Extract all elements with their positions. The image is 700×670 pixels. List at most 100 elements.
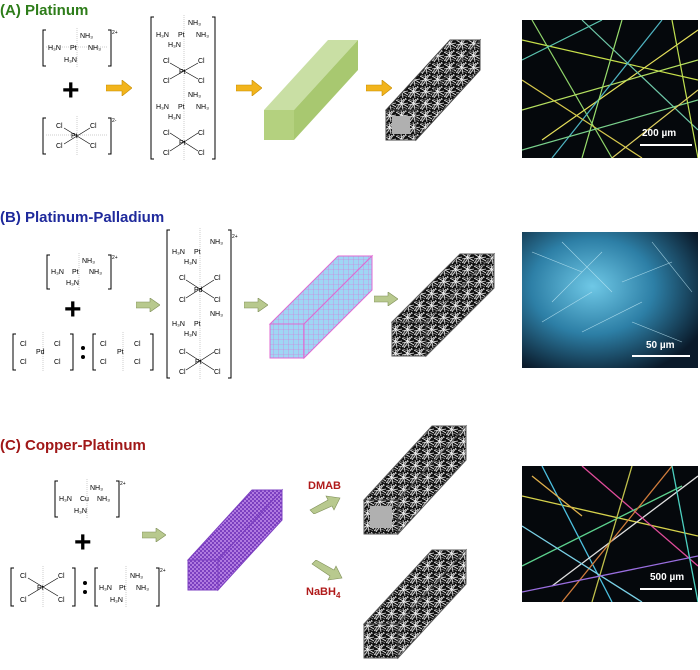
svg-text:Cl: Cl <box>214 275 221 282</box>
svg-text:Pt: Pt <box>72 269 79 276</box>
svg-text:H₃N: H₃N <box>168 42 181 49</box>
svg-text:NH₃: NH₃ <box>88 45 101 52</box>
pt-chloride-complex: Pt Cl Cl Cl Cl 2- <box>42 116 117 156</box>
salt-needle-prism <box>186 488 284 592</box>
scale-bar <box>632 355 690 357</box>
svg-text:Cl: Cl <box>20 359 27 366</box>
svg-text:2+: 2+ <box>112 30 118 36</box>
svg-text:H₃N: H₃N <box>110 597 123 604</box>
svg-text:NH₃: NH₃ <box>210 311 223 318</box>
nanowire-tube <box>384 38 482 142</box>
svg-text:H₃N: H₃N <box>184 259 197 266</box>
svg-text:Cl: Cl <box>179 349 186 356</box>
svg-text:Pt: Pt <box>194 321 201 328</box>
svg-text:Cu: Cu <box>80 496 89 503</box>
svg-text:H₃N: H₃N <box>156 32 169 39</box>
svg-text:Pt: Pt <box>179 140 186 147</box>
scale-bar-label: 50 µm <box>646 340 675 351</box>
svg-text:NH₃: NH₃ <box>210 239 223 246</box>
svg-text:Cl: Cl <box>56 123 63 130</box>
svg-text:2+: 2+ <box>120 481 126 487</box>
scale-bar <box>640 144 692 146</box>
svg-text:Cl: Cl <box>198 78 205 85</box>
panel-a-title: (A) Platinum <box>0 2 89 19</box>
svg-text:2+: 2+ <box>160 568 166 574</box>
svg-text:Cl: Cl <box>90 143 97 150</box>
svg-text:Cl: Cl <box>179 275 186 282</box>
plus-sign: + <box>64 293 82 326</box>
svg-text:Cl: Cl <box>198 130 205 137</box>
svg-text:NH₃: NH₃ <box>80 33 93 40</box>
svg-text:H₃N: H₃N <box>64 57 77 64</box>
svg-text:H₃N: H₃N <box>184 331 197 338</box>
stacked-pt-pd-salt: Pt H₃N NH₃ H₃N 2+ Pd Cl Cl Cl Cl Pt H₃N … <box>166 228 238 380</box>
salt-needle-prism <box>264 40 358 140</box>
svg-text:Cl: Cl <box>58 597 65 604</box>
svg-text:Cl: Cl <box>54 359 61 366</box>
svg-text:Pd: Pd <box>194 287 203 294</box>
pd-pt-chloride-complexes: Pd Cl Cl Cl Cl Pt Cl Cl Cl Cl <box>12 332 154 372</box>
micrograph-copper-platinum: 500 µm <box>522 466 698 602</box>
plus-sign: + <box>62 74 80 107</box>
reaction-arrow <box>374 292 398 306</box>
reaction-arrow <box>244 298 268 312</box>
svg-text:H₃N: H₃N <box>168 114 181 121</box>
nanowire-tube <box>390 252 496 358</box>
svg-text:Pt: Pt <box>71 133 78 140</box>
svg-text:H₃N: H₃N <box>48 45 61 52</box>
reagent-nabh4: NaBH4 <box>306 586 341 601</box>
svg-text:2+: 2+ <box>112 255 118 261</box>
svg-text:Pt: Pt <box>37 585 44 592</box>
svg-text:Cl: Cl <box>100 341 107 348</box>
pt-label: Pt <box>70 45 77 52</box>
svg-text:Cl: Cl <box>163 130 170 137</box>
svg-text:Pt: Pt <box>194 249 201 256</box>
reaction-arrow <box>366 80 392 96</box>
panel-c-title: (C) Copper-Platinum <box>0 437 146 454</box>
scale-bar-label: 200 µm <box>642 128 677 139</box>
micrograph-platinum-palladium: 50 µm <box>522 232 698 368</box>
reaction-arrow <box>142 528 166 542</box>
svg-text:Cl: Cl <box>56 143 63 150</box>
svg-text:H₃N: H₃N <box>74 508 87 515</box>
reaction-arrow <box>236 80 262 96</box>
svg-text:NH₃: NH₃ <box>188 92 201 99</box>
svg-text:H₃N: H₃N <box>66 280 79 287</box>
svg-text:NH₃: NH₃ <box>90 485 103 492</box>
svg-text:Cl: Cl <box>214 349 221 356</box>
svg-text:NH₃: NH₃ <box>188 20 201 27</box>
svg-text:Pt: Pt <box>117 349 124 356</box>
svg-text:Cl: Cl <box>198 58 205 65</box>
svg-text:Cl: Cl <box>20 573 27 580</box>
cu-ammine-complex: Cu H₃N NH₃ NH₃ H₃N 2+ <box>54 479 126 519</box>
nanowire-solid <box>362 548 468 660</box>
svg-text:NH₃: NH₃ <box>196 104 209 111</box>
svg-text:NH₃: NH₃ <box>136 585 149 592</box>
svg-text:Cl: Cl <box>179 369 186 376</box>
svg-text:Cl: Cl <box>58 573 65 580</box>
svg-text:H₃N: H₃N <box>172 321 185 328</box>
svg-text:NH₃: NH₃ <box>89 269 102 276</box>
svg-text:Cl: Cl <box>214 297 221 304</box>
svg-text:NH₃: NH₃ <box>97 496 110 503</box>
svg-text:Pt: Pt <box>178 32 185 39</box>
svg-text:Cl: Cl <box>90 123 97 130</box>
svg-text:Cl: Cl <box>20 597 27 604</box>
salt-needle-prism <box>268 254 374 360</box>
micrograph-platinum: 200 µm <box>522 20 698 158</box>
svg-text:Cl: Cl <box>134 359 141 366</box>
svg-text:Pt: Pt <box>179 69 186 76</box>
plus-sign: + <box>74 526 92 559</box>
svg-text:Cl: Cl <box>20 341 27 348</box>
pt-ammine-complex: Pt H₃N NH₃ NH₃ H₃N 2+ <box>46 253 118 291</box>
scale-bar <box>640 588 692 590</box>
reaction-arrow <box>136 298 160 312</box>
svg-text:NH₃: NH₃ <box>82 258 95 265</box>
scale-bar-label: 500 µm <box>650 572 685 583</box>
svg-text:NH₃: NH₃ <box>196 32 209 39</box>
svg-text:H₃N: H₃N <box>51 269 64 276</box>
reaction-arrow <box>311 560 343 581</box>
svg-text:H₃N: H₃N <box>59 496 72 503</box>
reaction-arrow <box>106 80 132 96</box>
svg-text:Cl: Cl <box>100 359 107 366</box>
